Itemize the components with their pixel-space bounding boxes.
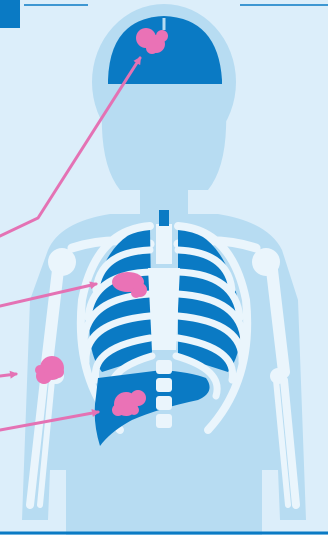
right-elbow <box>270 368 286 384</box>
arrow-to-bone <box>0 374 16 376</box>
corner-marker <box>0 0 20 28</box>
